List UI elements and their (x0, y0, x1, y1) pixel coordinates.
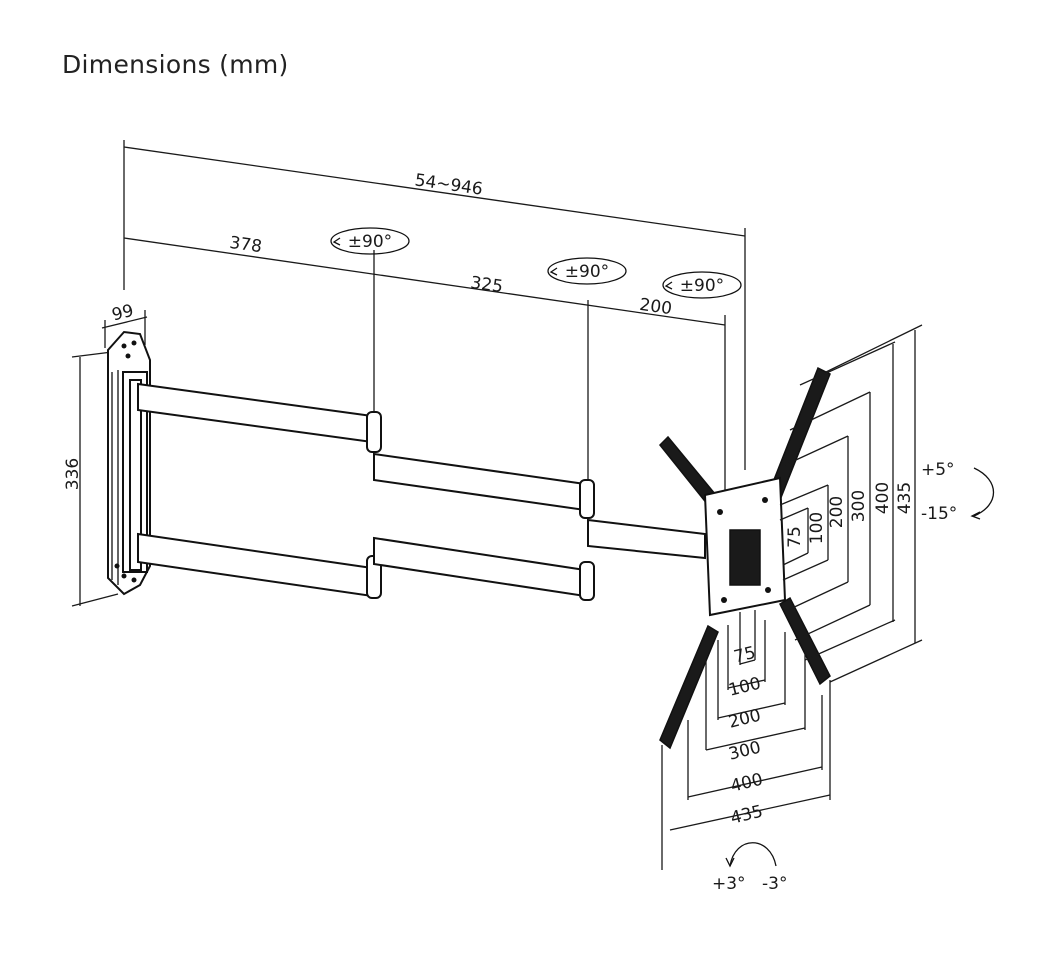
arm-segment-3 (587, 518, 706, 560)
vesa-horizontal-dimensions: 75 100 200 300 400 435 (661, 610, 831, 870)
vesa-h-435-label: 435 (729, 802, 765, 829)
vesa-h-100-label: 100 (727, 674, 763, 701)
segment-2-label: 325 (469, 273, 504, 297)
segment-1-label: 378 (228, 233, 263, 257)
swivel-3-label: ±90° (680, 276, 724, 296)
vesa-h-400-label: 400 (729, 770, 765, 797)
swivel-indicator-2: ±90° (547, 257, 627, 285)
arm-segment-1 (137, 382, 382, 599)
vesa-v-300-label: 300 (849, 490, 869, 522)
vesa-h-75-label: 75 (732, 643, 758, 668)
tilt-indicator: +5° -15° (921, 460, 995, 524)
wall-depth-label: 99 (110, 301, 136, 326)
wall-height-dimension: 336 (63, 351, 119, 607)
vesa-v-435-label: 435 (895, 482, 915, 514)
segment-3-label: 200 (638, 295, 673, 319)
vesa-v-75-label: 75 (785, 526, 805, 548)
swivel-indicator-1: ±90° (330, 227, 410, 255)
swivel-indicator-3: ±90° (662, 271, 742, 299)
page-title: Dimensions (mm) (62, 50, 289, 79)
tilt-down-label: -15° (921, 504, 957, 524)
rotation-indicator: +3° -3° (712, 842, 787, 894)
swivel-2-label: ±90° (565, 262, 609, 282)
wall-depth-dimension: 99 (101, 301, 148, 348)
segment-dimension: 378 325 200 (123, 233, 726, 500)
swivel-1-label: ±90° (348, 232, 392, 252)
vesa-v-100-label: 100 (807, 512, 827, 544)
wall-height-label: 336 (63, 458, 83, 490)
vesa-plate (658, 366, 831, 750)
vesa-h-300-label: 300 (727, 738, 763, 765)
total-reach-dimension: 54~946 (123, 140, 746, 470)
vesa-h-200-label: 200 (727, 706, 763, 733)
tilt-up-label: +5° (921, 460, 955, 480)
vesa-vertical-dimensions: 75 100 200 300 400 435 (779, 324, 923, 683)
vesa-v-200-label: 200 (827, 496, 847, 528)
arm-segment-2 (373, 452, 595, 601)
vesa-v-400-label: 400 (873, 482, 893, 514)
rotation-right-label: -3° (762, 874, 787, 894)
rotation-left-label: +3° (712, 874, 746, 894)
total-reach-label: 54~946 (413, 170, 483, 199)
